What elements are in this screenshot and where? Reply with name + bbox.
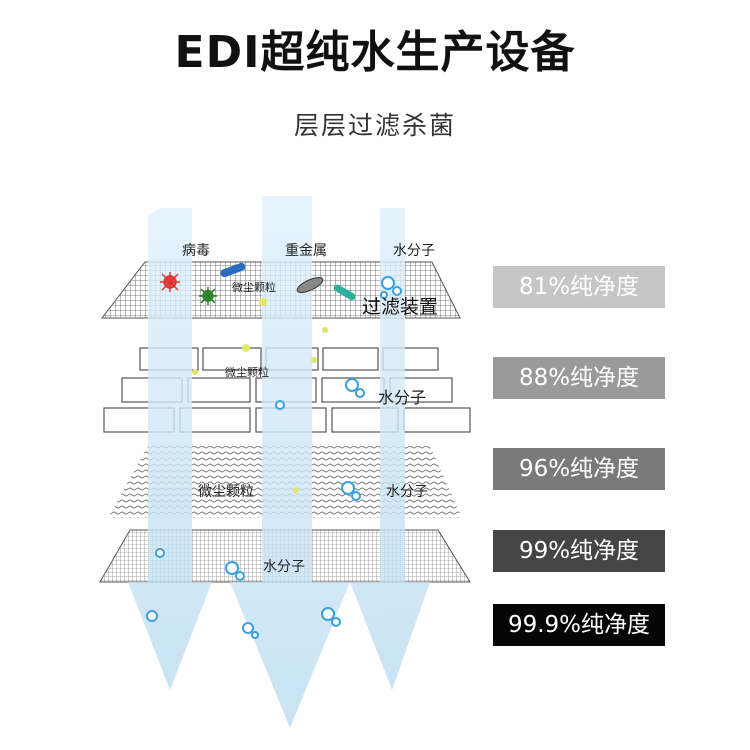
bacteria-icon [199, 287, 217, 305]
label-water-layer2: 水分子 [378, 388, 427, 407]
water-streams [128, 196, 430, 728]
label-water-layer4: 水分子 [263, 559, 305, 575]
water-stream-center [230, 196, 350, 728]
page-subtitle: 层层过滤杀菌 [293, 111, 456, 140]
label-filter-device: 过滤装置 [362, 296, 439, 318]
purity-badge-81: 81%纯净度 [493, 266, 665, 308]
label-dust-layer3: 微尘颗粒 [198, 484, 254, 500]
dust-particles [192, 298, 328, 493]
purity-badge-99-9: 99.9%纯净度 [493, 604, 665, 646]
metal-shard-icon [296, 277, 324, 293]
label-dust-layer2: 微尘颗粒 [225, 366, 269, 379]
water-stream-right [350, 208, 430, 690]
label-virus: 病毒 [182, 243, 210, 259]
label-heavy-metal: 重金属 [285, 243, 327, 259]
label-water-molecule-top: 水分子 [393, 243, 435, 259]
heavy-metal-icon [220, 262, 246, 278]
water-molecule-bubbles [146, 276, 402, 639]
virus-icon [160, 272, 180, 292]
label-dust-layer1: 微尘颗粒 [232, 281, 276, 294]
purity-badge-99: 99%纯净度 [493, 530, 665, 572]
label-water-layer3: 水分子 [386, 484, 428, 500]
algae-icon [333, 284, 356, 301]
page-title: EDI超纯水生产设备 [174, 27, 576, 78]
water-stream-left [128, 208, 212, 690]
purity-badge-96: 96%纯净度 [493, 448, 665, 490]
purity-badge-88: 88%纯净度 [493, 357, 665, 399]
